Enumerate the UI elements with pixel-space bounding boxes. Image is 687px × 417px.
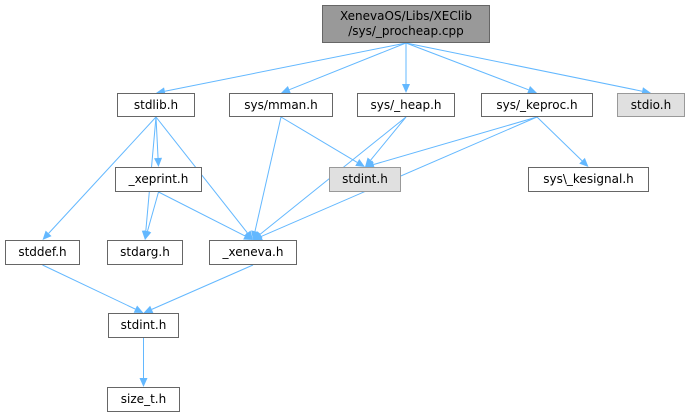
edge-stdlib-to-stddef xyxy=(48,116,157,234)
edge-xeprint-to-stdarg xyxy=(146,191,159,232)
edge-root-to-stdio xyxy=(405,42,643,92)
node-xeneva-h[interactable]: _xeneva.h xyxy=(209,240,297,265)
node-stddef-h[interactable]: stddef.h xyxy=(5,240,80,265)
node-stdio-h: stdio.h xyxy=(617,93,685,117)
node-root-procheap-cpp: XenevaOS/Libs/XEClib /sys/_procheap.cpp xyxy=(322,5,490,43)
root-label-line1: XenevaOS/Libs/XEClib xyxy=(339,9,472,23)
arrowhead-root-to-heap xyxy=(402,84,410,93)
edge-mman-to-stdint_ext xyxy=(280,116,358,163)
arrowhead-root-to-mman xyxy=(281,85,291,94)
arrowhead-keproc-to-kesignal xyxy=(579,157,589,167)
node-sys-mman-h[interactable]: sys/mman.h xyxy=(229,93,333,117)
node-xeprint-h[interactable]: _xeprint.h xyxy=(115,167,202,192)
node-sys-heap-h[interactable]: sys/_heap.h xyxy=(357,93,455,117)
edge-mman-to-xeneva xyxy=(254,116,282,232)
arrowhead-mman-to-stdint_ext xyxy=(355,158,365,167)
node-size-t-h[interactable]: size_t.h xyxy=(107,387,180,412)
arrowhead-xeprint-to-xeneva xyxy=(243,232,253,240)
arrowhead-stdint-to-size_t xyxy=(139,378,148,387)
arrowhead-stdlib-to-stddef xyxy=(42,230,52,240)
node-stdint-h[interactable]: stdint.h xyxy=(108,313,179,338)
node-sys-kesignal-h[interactable]: sys\_kesignal.h xyxy=(528,167,649,192)
node-sys-keproc-h[interactable]: sys/_keproc.h xyxy=(481,93,593,117)
edge-root-to-mman xyxy=(289,42,407,91)
edge-stdlib-to-xeprint xyxy=(155,116,159,159)
edge-xeneva-to-stdint xyxy=(151,264,254,310)
arrowhead-heap-to-stdint_ext xyxy=(365,157,374,167)
arrowhead-stdlib-to-xeprint xyxy=(154,157,163,167)
arrowhead-root-to-keproc xyxy=(527,86,537,94)
arrowhead-keproc-to-stdint_ext xyxy=(365,160,375,169)
node-stdlib-h[interactable]: stdlib.h xyxy=(117,93,195,117)
node-stdarg-h[interactable]: stdarg.h xyxy=(107,240,183,265)
edge-heap-to-stdint_ext xyxy=(370,116,407,161)
edge-xeprint-to-xeneva xyxy=(158,191,246,237)
edge-keproc-to-kesignal xyxy=(536,116,583,162)
arrowhead-stddef-to-stdint xyxy=(133,305,144,313)
edge-root-to-keproc xyxy=(405,42,529,91)
root-label-line2: /sys/_procheap.cpp xyxy=(348,24,464,38)
arrowhead-xeprint-to-stdarg xyxy=(143,230,152,240)
edge-keproc-to-stdint_ext xyxy=(373,116,538,165)
edge-root-to-stdlib xyxy=(164,42,407,92)
edge-stddef-to-stdint xyxy=(42,264,136,310)
arrowhead-keproc-to-xeneva xyxy=(253,232,263,241)
arrowhead-xeneva-to-stdint xyxy=(143,305,154,314)
node-stdint-h-external: stdint.h xyxy=(329,167,401,192)
